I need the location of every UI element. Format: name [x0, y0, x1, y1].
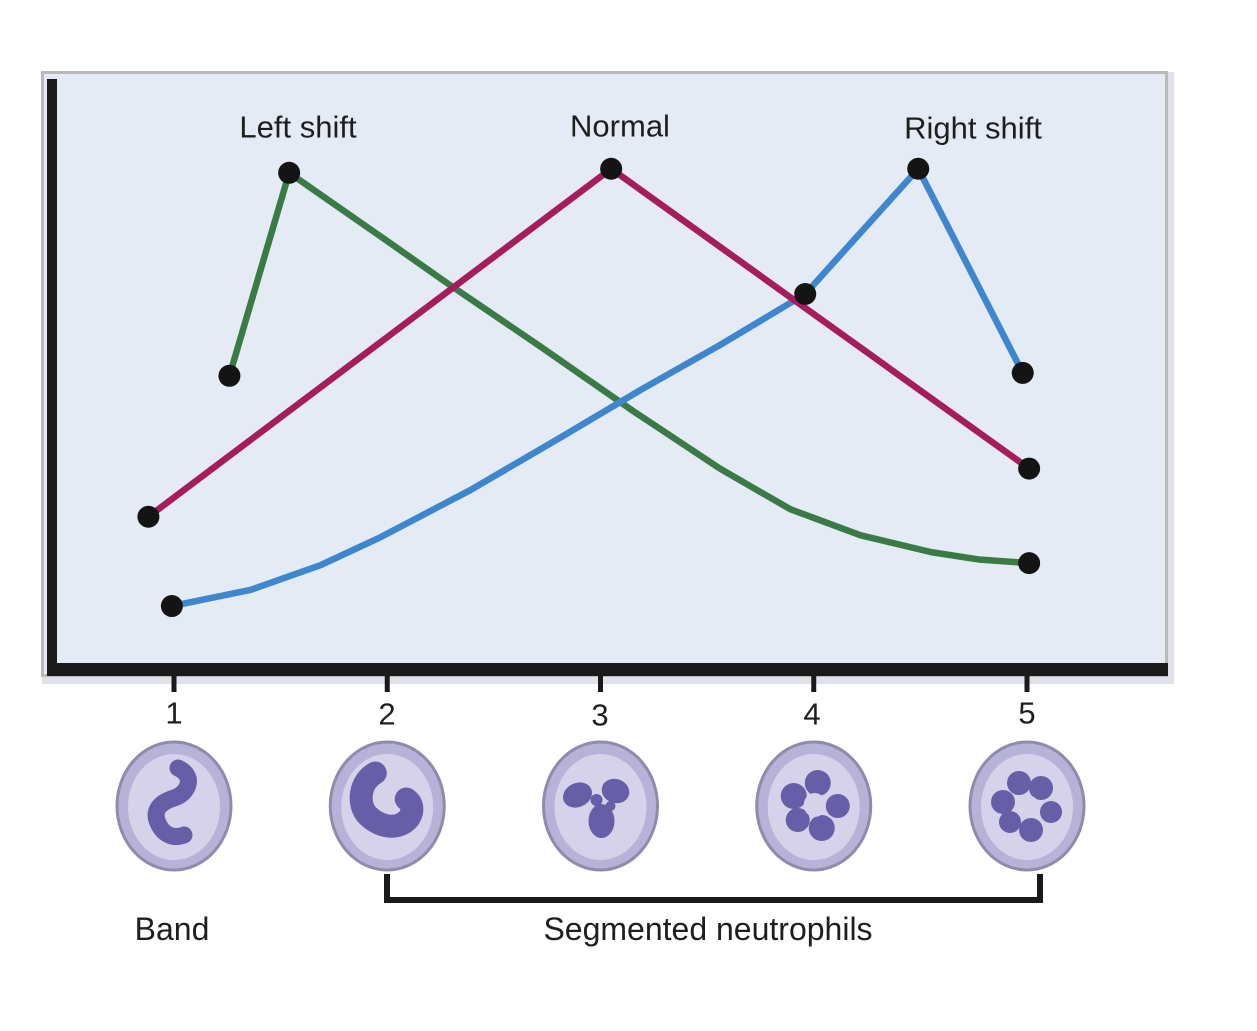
normal-point-1	[137, 505, 160, 528]
segmented-neutrophil-cell-4	[755, 740, 873, 872]
left-shift-point-3	[1018, 552, 1041, 575]
normal-point-2	[600, 157, 623, 180]
segmented-group-bracket	[384, 874, 1043, 903]
right-shift-point-4	[1011, 361, 1034, 384]
normal-curve-label: Normal	[570, 108, 670, 144]
x-tick-label-4: 4	[803, 696, 821, 732]
right-shift-point-2	[794, 283, 817, 306]
right-shift-point-1	[160, 595, 183, 618]
segmented-neutrophil-cell-2	[328, 740, 446, 872]
x-tick-label-5: 5	[1018, 695, 1036, 731]
right-shift-curve	[168, 165, 1026, 610]
segmented-neutrophil-cell-3	[542, 740, 659, 872]
right-shift-curve-label: Right shift	[904, 110, 1042, 146]
left-shift-point-1	[218, 364, 241, 387]
y-axis-line	[47, 79, 57, 675]
segmented-neutrophils-group-label: Segmented neutrophils	[543, 911, 873, 947]
left-shift-curve-label: Left shift	[239, 109, 357, 145]
x-tick-mark-4	[811, 676, 817, 692]
x-tick-mark-3	[598, 676, 603, 692]
x-tick-label-1: 1	[165, 695, 183, 731]
right-shift-point-3	[907, 157, 930, 180]
segmented-neutrophil-cell-5	[968, 740, 1086, 872]
x-tick-mark-2	[384, 676, 390, 692]
x-axis-line	[47, 663, 1168, 676]
x-tick-mark-1	[171, 676, 177, 692]
left-shift-point-2	[278, 161, 301, 184]
x-tick-label-2: 2	[378, 696, 396, 732]
band-group-label: Band	[134, 911, 210, 947]
band-neutrophil-cell	[115, 740, 233, 872]
x-tick-label-3: 3	[591, 697, 609, 733]
left-shift-curve	[226, 169, 1033, 567]
normal-point-3	[1018, 457, 1041, 480]
x-tick-mark-5	[1024, 676, 1030, 692]
